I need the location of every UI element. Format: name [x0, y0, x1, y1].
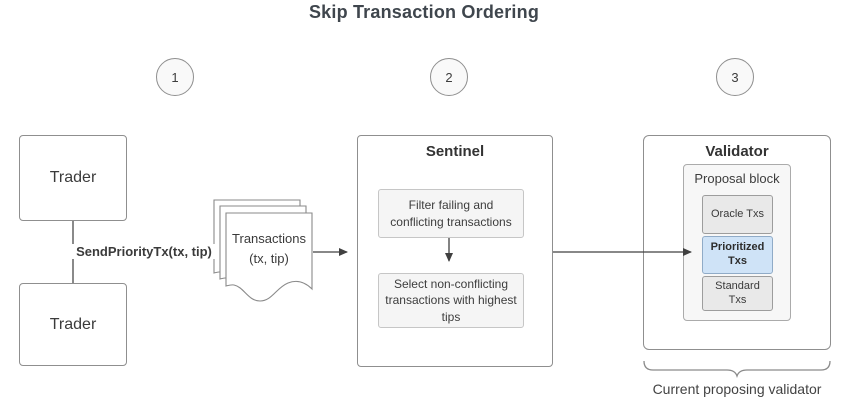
sentinel-box: Sentinel Filter failing and conflicting … [357, 135, 553, 367]
standard-txs-label: Standard Txs [715, 279, 760, 306]
step-circle-3: 3 [716, 58, 754, 96]
proposal-block: Proposal block Oracle Txs Prioritized Tx… [683, 164, 791, 321]
oracle-txs-label: Oracle Txs [711, 207, 764, 220]
step-number-1: 1 [171, 69, 179, 85]
step-number-2: 2 [445, 69, 453, 85]
validator-title: Validator [705, 143, 769, 160]
oracle-txs-box: Oracle Txs [702, 195, 773, 234]
select-step-box: Select non-conflicting transactions with… [378, 273, 524, 328]
step-circle-1: 1 [156, 58, 194, 96]
proposal-block-label: Proposal block [694, 171, 780, 186]
trader-top-label: Trader [49, 169, 97, 186]
document-label-line2: (tx, tip) [249, 251, 289, 267]
filter-step-box: Filter failing and conflicting transacti… [378, 189, 524, 238]
prioritized-txs-label: Prioritized Txs [710, 241, 765, 267]
step-number-3: 3 [731, 69, 739, 85]
sentinel-title: Sentinel [425, 143, 485, 160]
document-label: Transactions (tx, tip) [226, 229, 312, 269]
page-title: Skip Transaction Ordering [308, 2, 540, 22]
flow-label-send-priority-tx: SendPriorityTx(tx, tip) [70, 244, 218, 259]
step-circle-2: 2 [430, 58, 468, 96]
curly-brace [643, 360, 831, 379]
validator-box: Validator Proposal block Oracle Txs Prio… [643, 135, 831, 350]
trader-bottom-label: Trader [49, 315, 97, 333]
trader-box-top: Trader [19, 135, 127, 221]
current-validator-label: Current proposing validator [652, 381, 822, 397]
select-step-label: Select non-conflicting transactions with… [385, 277, 517, 324]
document-label-line1: Transactions [232, 231, 306, 246]
standard-txs-box: Standard Txs [702, 276, 773, 311]
trader-box-bottom: Trader [19, 283, 127, 366]
prioritized-txs-box: Prioritized Txs [702, 236, 773, 274]
filter-step-label: Filter failing and conflicting transacti… [390, 198, 512, 229]
